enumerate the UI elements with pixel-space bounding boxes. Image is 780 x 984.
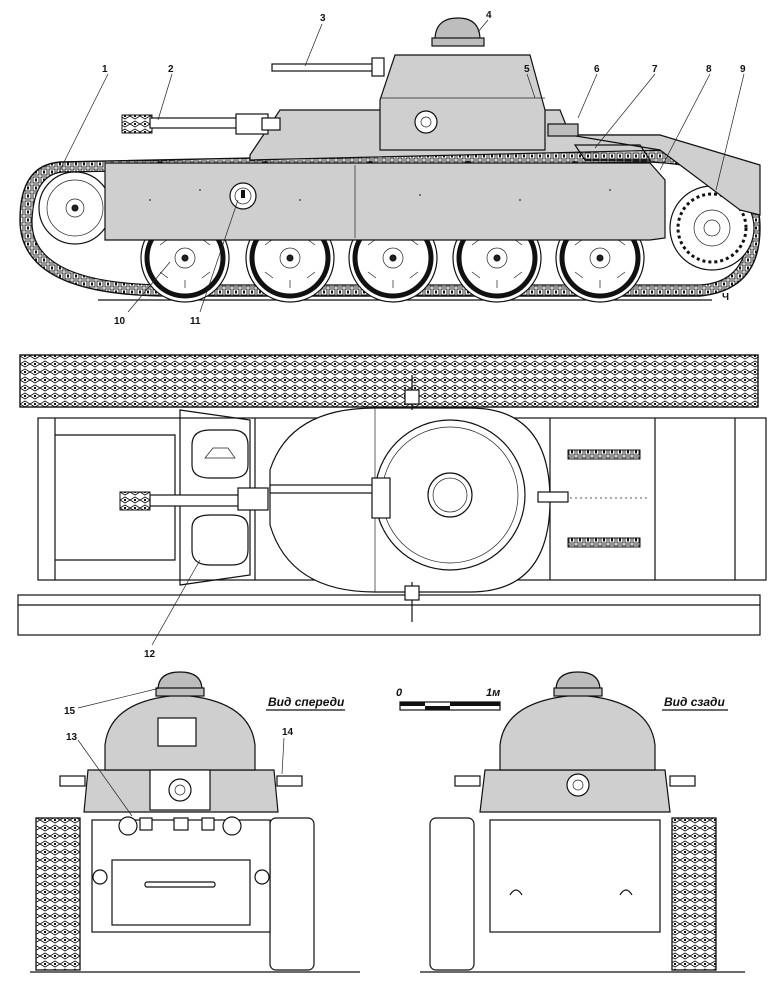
engine-grille — [567, 537, 641, 548]
top-view — [17, 354, 767, 636]
front-view — [30, 671, 360, 973]
section-mark: Ч — [722, 292, 729, 303]
callout-2: 2 — [168, 64, 174, 75]
front-view-title: Вид спереди — [268, 695, 345, 709]
suspension-hub — [229, 182, 257, 210]
coaxial-gun — [271, 57, 385, 77]
skirt-rivets — [149, 189, 611, 201]
top-track — [19, 354, 759, 408]
side-view: Ч — [19, 17, 761, 303]
front-track-left — [35, 817, 81, 971]
rear-lower-hull — [489, 819, 661, 933]
callout-15: 15 — [64, 706, 76, 717]
turret-lamps — [404, 375, 420, 622]
rear-port — [566, 773, 590, 797]
idler-wheel — [38, 171, 112, 245]
callout-10: 10 — [114, 316, 126, 327]
front-track-right — [269, 817, 315, 971]
scale-end: 1м — [486, 687, 500, 699]
top-guns — [119, 477, 569, 519]
rear-track-right — [671, 817, 717, 971]
turret-port — [414, 110, 438, 134]
exhaust-box — [547, 123, 579, 137]
callout-8: 8 — [706, 64, 712, 75]
rear-turret — [499, 694, 656, 771]
callout-4: 4 — [486, 10, 492, 21]
drive-sprocket — [669, 185, 755, 271]
side-skirt — [104, 162, 666, 241]
callout-9: 9 — [740, 64, 746, 75]
turret — [379, 54, 546, 151]
engine-deck — [569, 134, 761, 216]
rear-view-title: Вид сзади — [664, 695, 725, 709]
callout-13: 13 — [66, 732, 78, 743]
cupola — [434, 17, 481, 41]
top-turret — [269, 407, 551, 593]
scale-bar: 0 1м — [396, 687, 501, 711]
callout-14: 14 — [282, 727, 294, 738]
callout-11: 11 — [190, 316, 201, 327]
bottom-track — [17, 594, 761, 636]
front-cupola — [157, 671, 203, 691]
rear-track-left — [429, 817, 475, 971]
callout-3: 3 — [320, 13, 326, 24]
hull-gun — [121, 113, 281, 135]
scale-start: 0 — [396, 687, 403, 699]
rear-view — [420, 671, 745, 973]
front-mantlet — [157, 717, 197, 747]
engine-grille — [567, 449, 641, 460]
callout-7: 7 — [652, 64, 658, 75]
callout-6: 6 — [594, 64, 600, 75]
driver-hatches — [191, 429, 249, 566]
rear-cupola — [555, 671, 601, 691]
callout-leaders — [59, 19, 745, 817]
callout-1: 1 — [102, 64, 108, 75]
callout-5: 5 — [524, 64, 530, 75]
callout-12: 12 — [144, 649, 156, 660]
